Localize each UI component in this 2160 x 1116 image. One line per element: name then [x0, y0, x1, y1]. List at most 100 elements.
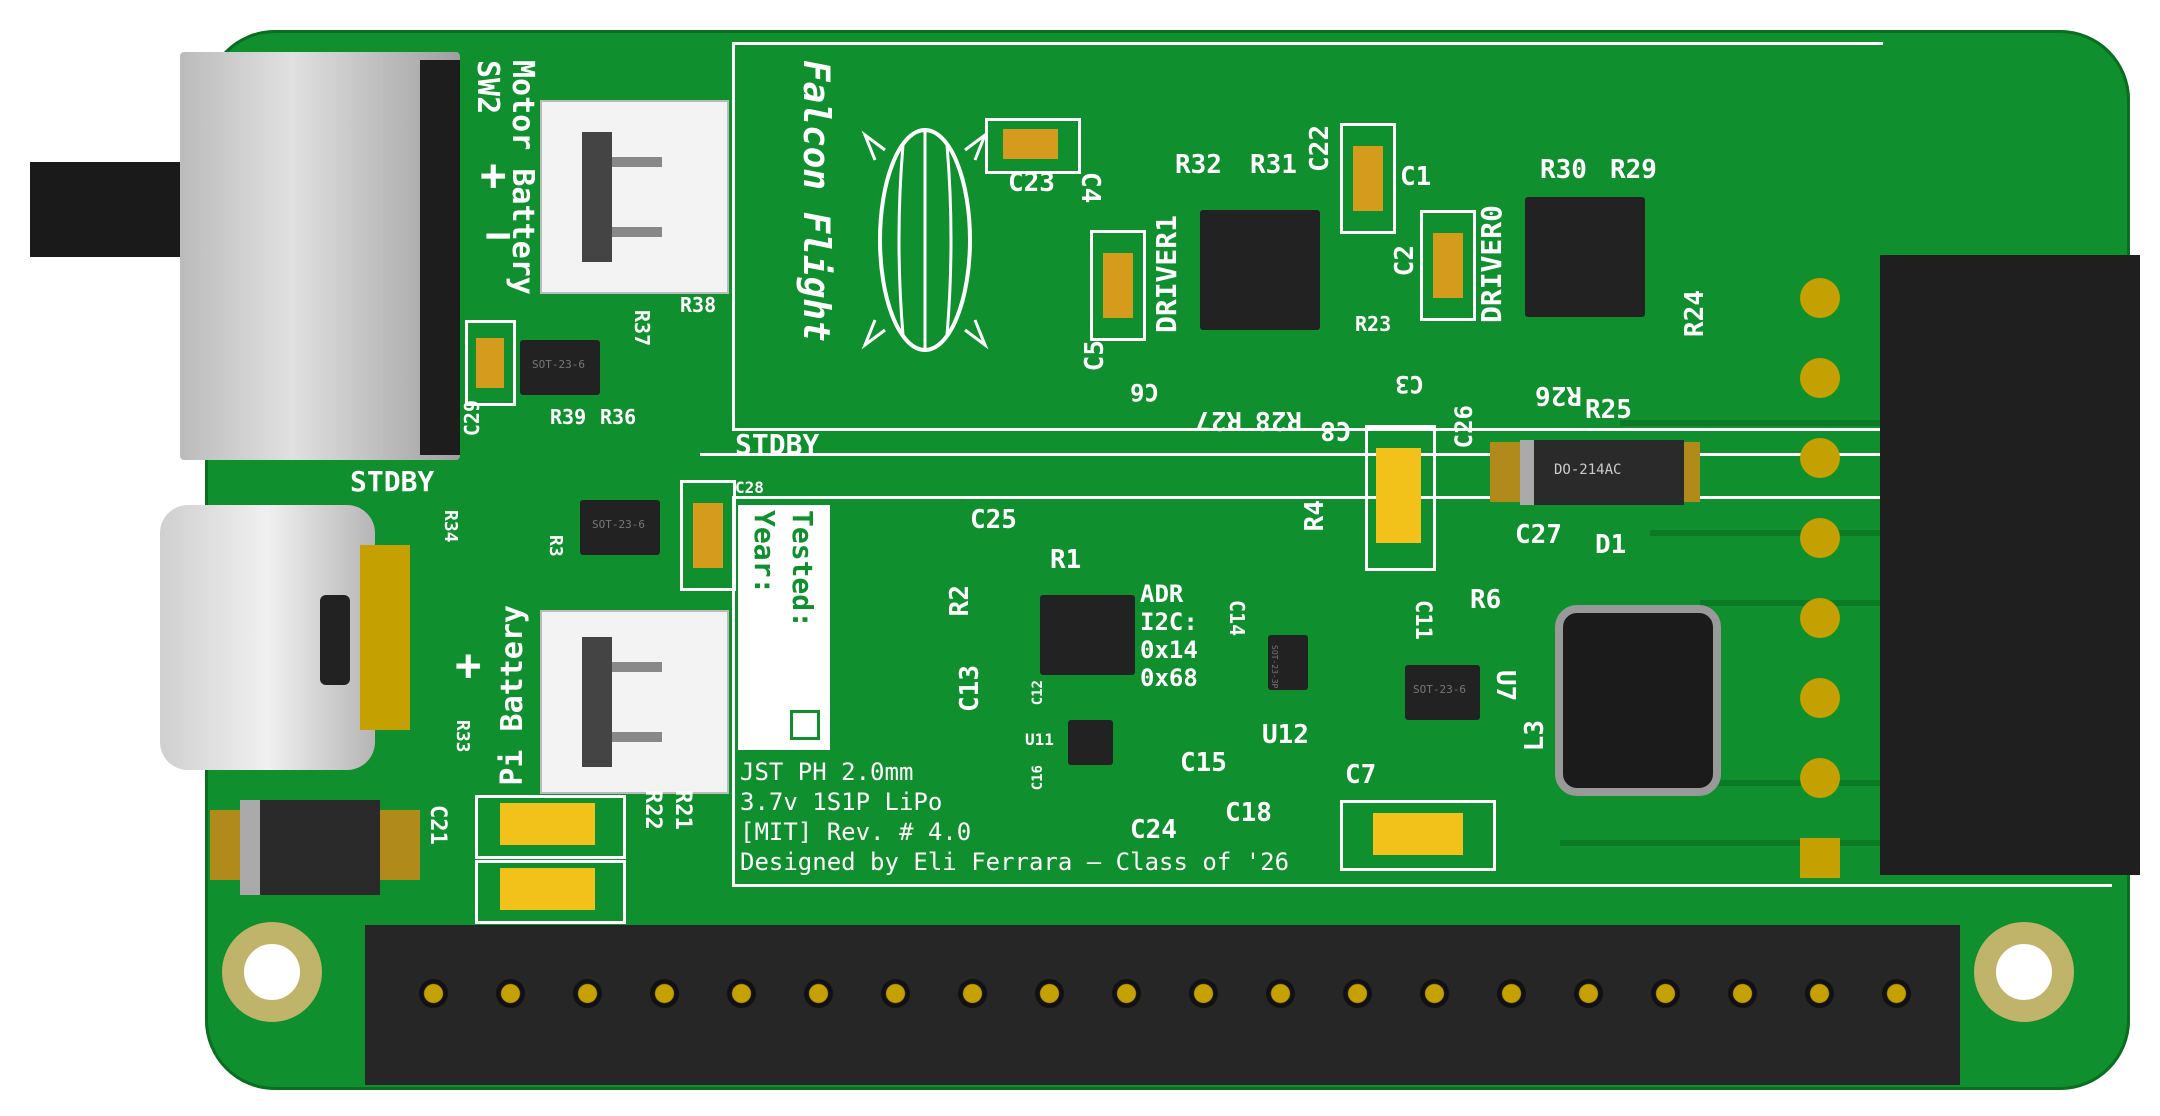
switch-lever[interactable]: [30, 162, 190, 257]
refdes: C11: [1410, 600, 1435, 640]
tested-label: Tested:: [786, 510, 819, 629]
usb-pads: [360, 545, 410, 730]
slide-switch[interactable]: [180, 52, 460, 460]
diode-band: [240, 800, 260, 895]
switch-side: [420, 60, 460, 455]
jst-text: JST PH 2.0mm: [740, 758, 914, 786]
refdes: C14: [1225, 600, 1249, 637]
refdes: R39: [550, 405, 587, 429]
refdes: C8: [1320, 415, 1352, 445]
driver1-ic: [1200, 210, 1320, 330]
tested-box: Tested: Year:: [738, 505, 830, 750]
divider-line: [732, 496, 735, 886]
cap-outline: [1340, 123, 1396, 234]
i2c-addr1: 0x14: [1140, 636, 1198, 664]
refdes: R22: [640, 790, 665, 830]
mounting-hole: [222, 922, 322, 1022]
refdes: C24: [1130, 815, 1177, 845]
cap-outline: [475, 860, 626, 924]
refdes: R38: [680, 293, 717, 317]
cap-outline: [1365, 425, 1436, 571]
u12-ic: SOT-23-3P: [1268, 635, 1308, 690]
sot-ic: SOT-23-6: [520, 340, 600, 395]
refdes: C12: [1030, 680, 1046, 706]
refdes: R6: [1470, 585, 1502, 615]
cap-outline: [475, 795, 626, 859]
refdes: C2: [1390, 245, 1420, 277]
trace: [1640, 780, 1890, 786]
refdes: C15: [1180, 748, 1227, 778]
refdes: D1: [1595, 530, 1627, 560]
sensor-ic: [1040, 595, 1135, 675]
adr-label: ADR: [1140, 580, 1184, 608]
driver0-ic: [1525, 197, 1645, 317]
sot-ic: SOT-23-6: [1405, 665, 1480, 720]
stdby-line: [700, 453, 1880, 456]
refdes: R25: [1585, 395, 1632, 425]
pi-battery-label: Pi Battery: [495, 605, 530, 786]
refdes: R1: [1050, 545, 1082, 575]
battery-spec-text: 3.7v 1S1P LiPo: [740, 788, 943, 816]
refdes: C5: [1080, 340, 1110, 372]
cap-outline: [1340, 800, 1496, 871]
refdes: L3: [1520, 720, 1550, 752]
refdes: C25: [970, 505, 1017, 535]
checkbox: [790, 710, 820, 740]
blimp-logo-icon: [861, 128, 989, 352]
refdes: DRIVER1: [1150, 215, 1183, 334]
refdes: C13: [955, 665, 985, 712]
designer-text: Designed by Eli Ferrara — Class of '26: [740, 848, 1290, 876]
refdes: R30: [1540, 155, 1587, 185]
refdes: U11: [1025, 730, 1054, 749]
trace: [1700, 600, 1890, 606]
stdby-label-left: STDBY: [350, 465, 435, 498]
brand-text: Falcon Flight: [795, 60, 836, 342]
cap-outline: [680, 480, 736, 591]
refdes: C7: [1345, 760, 1377, 790]
motor-battery-connector[interactable]: [540, 100, 729, 294]
header-pins[interactable]: [1800, 268, 1890, 878]
refdes: R23: [1355, 312, 1392, 336]
divider-line: [732, 496, 1880, 499]
refdes: R37: [630, 310, 654, 347]
trace: [1620, 420, 1890, 426]
refdes: R2: [945, 585, 975, 617]
inductor: [1555, 605, 1721, 796]
year-label: Year:: [748, 510, 781, 595]
motor-battery-label: Motor Battery: [505, 60, 540, 295]
divider-line: [732, 884, 2112, 887]
trace: [1560, 840, 1890, 846]
refdes: R34: [440, 510, 461, 543]
refdes: C27: [1515, 520, 1562, 550]
plus-sign: +: [455, 640, 482, 691]
refdes: R33: [452, 720, 473, 753]
refdes: C22: [1305, 125, 1335, 172]
refdes: R32: [1175, 150, 1222, 180]
refdes: C23: [1008, 168, 1055, 198]
usb-c-connector[interactable]: [160, 505, 375, 770]
cap-outline: [1090, 230, 1146, 341]
refdes: DRIVER0: [1475, 205, 1508, 324]
minus-sign: −: [485, 210, 512, 261]
refdes: U12: [1262, 720, 1309, 750]
refdes: R28: [1255, 405, 1302, 435]
refdes: R24: [1680, 290, 1710, 337]
revision-text: [MIT] Rev. # 4.0: [740, 818, 972, 846]
stdby-label-mid: STDBY: [735, 428, 820, 461]
refdes: R27: [1195, 405, 1242, 435]
refdes: R21: [670, 790, 695, 830]
refdes: C16: [1030, 765, 1046, 791]
pi-battery-connector[interactable]: [540, 610, 729, 794]
cap-outline: [1420, 210, 1476, 321]
refdes: C29: [460, 400, 484, 437]
driver-section-outline: [732, 42, 1883, 431]
switch-label: SW2: [470, 60, 505, 115]
refdes: C18: [1225, 798, 1272, 828]
refdes: C28: [735, 478, 764, 497]
refdes: C26: [1450, 405, 1478, 449]
mounting-hole: [1974, 922, 2074, 1022]
i2c-addr2: 0x68: [1140, 664, 1198, 692]
cap-outline: [465, 320, 516, 406]
refdes: C1: [1400, 162, 1432, 192]
plus-sign: +: [480, 150, 507, 201]
